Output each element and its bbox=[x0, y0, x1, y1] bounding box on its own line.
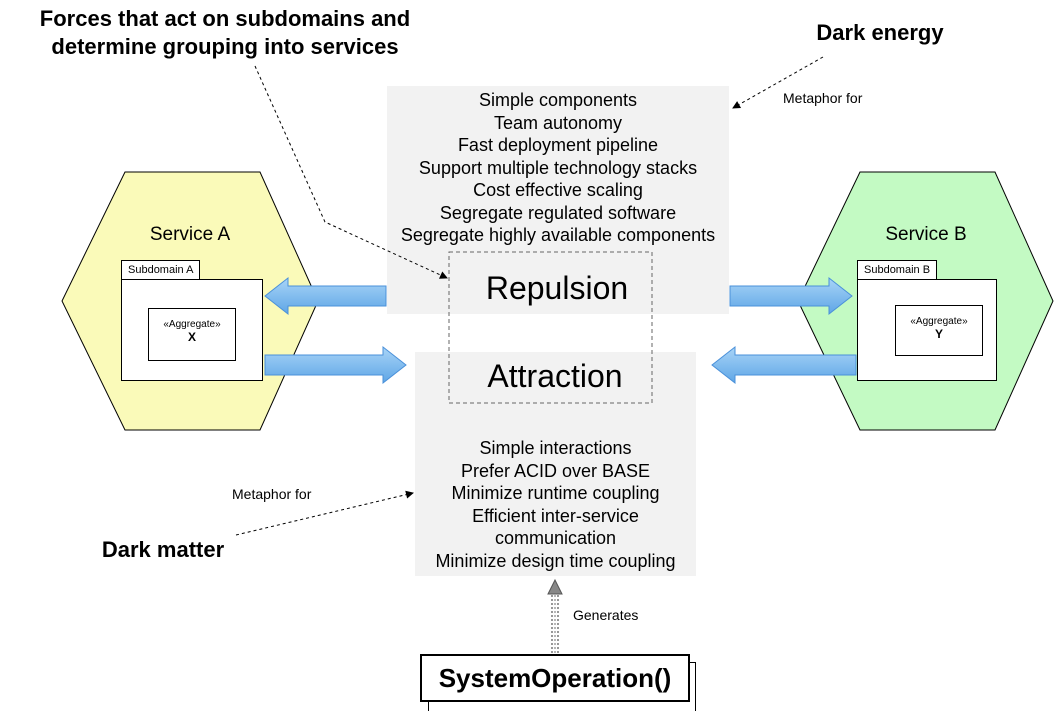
service-a-title: Service A bbox=[149, 224, 231, 245]
subdomain-b-tab: Subdomain B bbox=[857, 260, 938, 280]
attraction-forces-list: Simple interactions Prefer ACID over BAS… bbox=[415, 437, 696, 572]
attraction-force-item: Minimize runtime coupling bbox=[451, 483, 660, 503]
aggregate-y-name: Y bbox=[934, 327, 943, 341]
attraction-force-item: Efficient inter-service bbox=[472, 505, 639, 526]
dark-matter-heading: Dark matter bbox=[101, 537, 225, 562]
dark-energy-heading: Dark energy bbox=[816, 20, 944, 45]
dark-energy-pointer-line bbox=[732, 56, 824, 109]
forces-pointer-line bbox=[254, 65, 448, 279]
repulsion-arrow-right bbox=[729, 276, 853, 316]
dark-matter-pointer-line bbox=[235, 490, 414, 536]
repulsion-force-item: Team autonomy bbox=[493, 112, 623, 133]
forces-heading: Forces that act on subdomains and determ… bbox=[10, 5, 440, 61]
metaphor-bottom-note: Metaphor for bbox=[232, 486, 312, 502]
aggregate-x: «Aggregate» X bbox=[148, 308, 236, 361]
attraction-label: Attraction bbox=[487, 358, 623, 394]
forces-dashed-frame bbox=[448, 251, 653, 404]
aggregate-x-stereotype: «Aggregate» bbox=[163, 319, 221, 330]
aggregate-y-stereotype: «Aggregate» bbox=[910, 316, 968, 327]
repulsion-force-item: Cost effective scaling bbox=[473, 180, 643, 200]
repulsion-label: Repulsion bbox=[485, 270, 629, 306]
generates-arrow bbox=[547, 578, 563, 653]
forces-heading-line: Forces that act on subdomains and bbox=[39, 6, 411, 31]
attraction-arrow-left bbox=[264, 345, 407, 385]
attraction-force-item: Minimize design time coupling bbox=[435, 550, 676, 571]
metaphor-top-note: Metaphor for bbox=[783, 90, 863, 106]
repulsion-force-item: Simple components bbox=[478, 90, 638, 110]
repulsion-force-item: Fast deployment pipeline bbox=[457, 135, 659, 155]
aggregate-y: «Aggregate» Y bbox=[895, 305, 983, 356]
subdomain-a-tab: Subdomain A bbox=[121, 260, 201, 280]
forces-heading-line: determine grouping into services bbox=[51, 34, 399, 59]
attraction-force-item: Prefer ACID over BASE bbox=[460, 460, 651, 481]
repulsion-force-item: Segregate regulated software bbox=[439, 202, 677, 223]
repulsion-forces-list: Simple components Team autonomy Fast dep… bbox=[387, 89, 729, 247]
attraction-force-item: communication bbox=[494, 528, 617, 548]
repulsion-force-item: Segregate highly available components bbox=[400, 225, 716, 245]
generates-note: Generates bbox=[573, 607, 639, 623]
attraction-force-item: Simple interactions bbox=[479, 438, 632, 458]
service-b-title: Service B bbox=[885, 224, 967, 245]
attraction-box bbox=[415, 352, 696, 576]
aggregate-x-name: X bbox=[187, 330, 196, 344]
repulsion-arrow-left bbox=[264, 276, 387, 316]
attraction-arrow-right bbox=[711, 345, 857, 385]
system-operation-box: SystemOperation() bbox=[420, 654, 690, 702]
repulsion-force-item: Support multiple technology stacks bbox=[418, 157, 698, 178]
